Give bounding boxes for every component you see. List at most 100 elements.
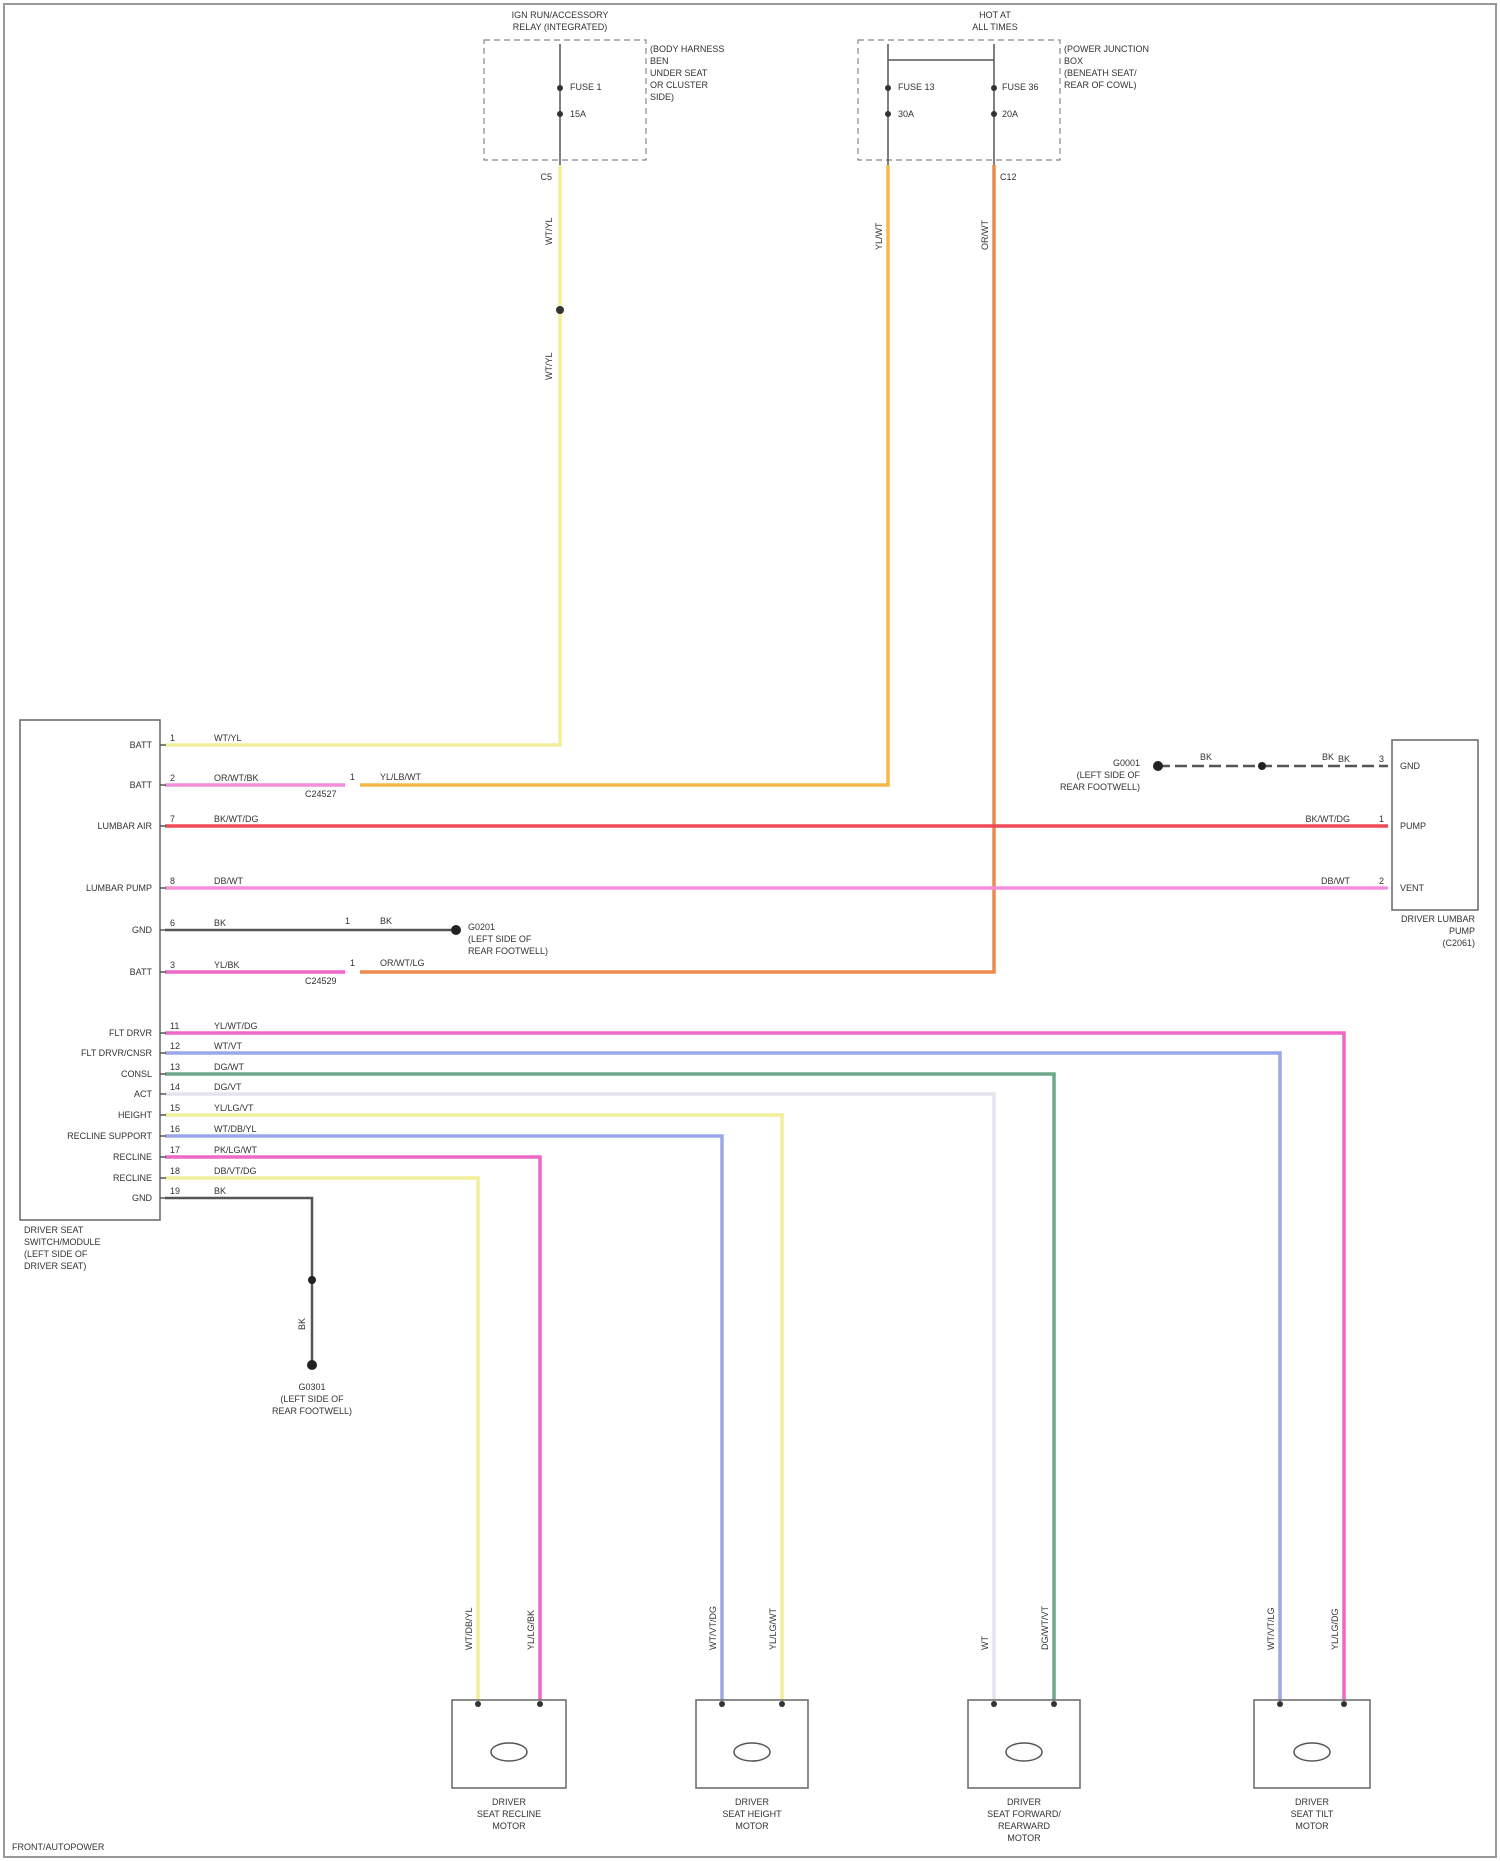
module-pin-num: 13 [170,1062,180,1072]
lumbar-pump-label-2: PUMP [1449,926,1475,936]
module-pin-wire: DB/VT/DG [214,1166,257,1176]
motor-wire-right: DG/WT/VT [1040,1606,1050,1650]
fuse-left-amp: 15A [570,109,586,119]
module-pin-num: 11 [170,1021,179,1031]
ground-bottom-3: REAR FOOTWELL) [272,1406,352,1416]
motor-icon [1294,1743,1330,1761]
module-pin-name: ACT [134,1089,153,1099]
module-pin-name: BATT [130,740,153,750]
splice-gnd: 1 BK G0201 (LEFT SIDE OF REAR FOOTWELL) [345,916,548,956]
module-pin-name: FLT DRVR [109,1028,153,1038]
module-pin-num: 3 [170,960,175,970]
fuse-left-note-1: (BODY HARNESS [650,44,724,54]
seat-module-label-2: SWITCH/MODULE [24,1237,101,1247]
fuse-left-title-2: RELAY (INTEGRATED) [513,22,608,32]
lumbar-pump-label-1: DRIVER LUMBAR [1401,914,1476,924]
splice-batt3-wire: OR/WT/LG [380,958,425,968]
wire-orange-batt2 [360,165,888,785]
splice-batt3-code: C24529 [305,976,337,986]
fuse-left-note-2: BEN [650,56,669,66]
ground-middle-1: G0201 [468,922,495,932]
pump-pin-num: 2 [1379,876,1384,886]
motor-wire-right: YL/LG/BK [526,1610,536,1650]
ground-dot-top-right [1153,761,1163,771]
pump-pin-wire: BK [1338,754,1350,764]
motor-wire-left: WT/DB/YL [464,1607,474,1650]
module-pin-num: 2 [170,773,175,783]
pump-pin-name: VENT [1400,883,1425,893]
motor-label: DRIVER [1007,1797,1042,1807]
ground-bottom-2: (LEFT SIDE OF [280,1394,344,1404]
ground-bottom-1: G0301 [298,1382,325,1392]
motor-label: SEAT HEIGHT [722,1809,782,1819]
fuse-right-l-amp: 30A [898,109,914,119]
fuse-right-wire-left: YL/WT [874,222,884,250]
motor-label: SEAT RECLINE [477,1809,541,1819]
splice-gnd-wire: BK [380,916,392,926]
wire-pin16 [165,1136,722,1700]
wire-yellow-batt1 [165,165,560,745]
module-pin-name: FLT DRVR/CNSR [81,1048,153,1058]
fuse-left-note-3: UNDER SEAT [650,68,708,78]
wire-pin19-gnd [165,1198,312,1365]
module-pin-wire: YL/LG/VT [214,1103,254,1113]
ground-middle-2: (LEFT SIDE OF [468,934,532,944]
module-pin-wire: BK [214,1186,226,1196]
fuse-right-l-label: FUSE 13 [898,82,935,92]
module-pin-wire: OR/WT/BK [214,773,259,783]
fuse-right-pin: C12 [1000,172,1017,182]
module-pin-name: HEIGHT [118,1110,153,1120]
fuse-left-note-5: SIDE) [650,92,674,102]
wires [165,165,1388,1700]
module-pin-name: RECLINE SUPPORT [67,1131,152,1141]
motor-label: DRIVER [735,1797,770,1807]
pump-pin-num: 3 [1379,754,1384,764]
fuse-right-note-4: REAR OF COWL) [1064,80,1137,90]
module-pin-num: 8 [170,876,175,886]
motor-label: MOTOR [1295,1821,1329,1831]
motor-wire-right: YL/LG/DG [1330,1608,1340,1650]
module-pin-name: LUMBAR AIR [97,821,152,831]
fuse-right-note-2: BOX [1064,56,1083,66]
module-pin-num: 14 [170,1082,180,1092]
motor-label: MOTOR [492,1821,526,1831]
pump-pin-wire: DB/WT [1321,876,1350,886]
ground-dot-middle [451,925,461,935]
module-pin-num: 6 [170,918,175,928]
fuse-left-wire-top: WT/YL [544,217,554,245]
seat-motor: WT/DB/YLYL/LG/BKDRIVERSEAT RECLINEMOTOR [452,1607,566,1831]
fuse-right-title-2: ALL TIMES [972,22,1018,32]
splice-dot-left [556,306,564,314]
module-pin-name: RECLINE [113,1173,152,1183]
splice-gnd-num: 1 [345,916,350,926]
ground-top-right-1: G0001 [1113,758,1140,768]
module-pin-num: 18 [170,1166,180,1176]
module-pin-wire: WT/YL [214,733,242,743]
module-pin-num: 12 [170,1041,180,1051]
module-pin-wire: DG/VT [214,1082,242,1092]
fuse-right-note-1: (POWER JUNCTION [1064,44,1149,54]
pump-pin-name: PUMP [1400,821,1426,831]
motor-icon [491,1743,527,1761]
fuse-left-outline [484,40,646,160]
fuse-block-left: IGN RUN/ACCESSORY RELAY (INTEGRATED) FUS… [484,10,724,380]
module-pin-name: CONSL [121,1069,152,1079]
module-pin-wire: PK/LG/WT [214,1145,258,1155]
module-pin-num: 15 [170,1103,180,1113]
fuse-left-note-4: OR CLUSTER [650,80,709,90]
pump-pin-name: GND [1400,761,1421,771]
fuse-right-r-label: FUSE 36 [1002,82,1039,92]
seat-motor: WT/VT/DGYL/LG/WTDRIVERSEAT HEIGHTMOTOR [696,1606,808,1831]
pump-gnd-wire-left: BK [1200,752,1212,762]
motor-icon [1006,1743,1042,1761]
ground-wire-label: BK [297,1318,307,1330]
fuse-left-wire-bottom: WT/YL [544,352,554,380]
fuse-block-right: HOT AT ALL TIMES FUSE 13 30A FUSE 36 20A… [858,10,1149,250]
seat-module-label-4: DRIVER SEAT) [24,1261,86,1271]
module-pin-name: GND [132,1193,153,1203]
module-pin-wire: WT/VT [214,1041,242,1051]
